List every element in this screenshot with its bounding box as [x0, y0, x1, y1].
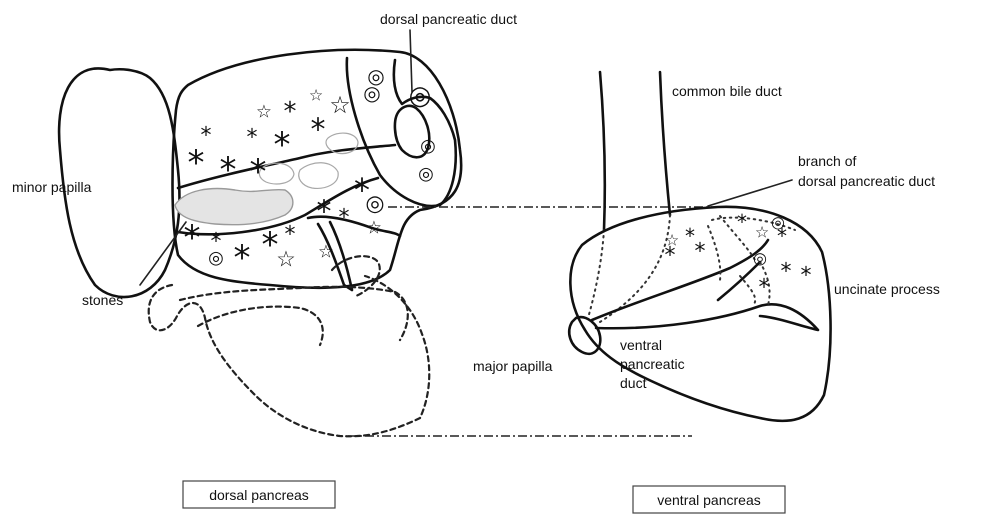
asterisk-mark: *: [234, 238, 251, 278]
circle-mark: ◎: [365, 192, 384, 217]
star-mark: ☆: [665, 231, 679, 250]
label-ventral-line2: pancreatic: [620, 356, 685, 372]
ventral-duct-lower: [596, 304, 818, 330]
label-ventral-line3: duct: [620, 375, 647, 391]
circle-mark: ◎: [420, 136, 436, 157]
asterisk-mark: *: [737, 210, 747, 234]
ventral-duct-branch: [718, 262, 760, 300]
major-papilla-shape: [569, 317, 600, 354]
label-uncinate-process: uncinate process: [834, 281, 940, 297]
bile-duct-dotted-right: [600, 215, 670, 322]
label-dorsal-pancreatic-duct: dorsal pancreatic duct: [380, 11, 517, 27]
dorsal-lower-dashed: [149, 276, 430, 436]
circle-mark: ◎: [208, 248, 224, 269]
asterisk-mark: *: [311, 113, 326, 148]
circle-mark: ◎: [418, 164, 434, 185]
asterisk-mark: *: [695, 240, 706, 265]
label-ventral-line1: ventral: [620, 337, 662, 353]
asterisk-mark: *: [759, 276, 770, 301]
bile-duct-dotted-left: [588, 230, 604, 318]
asterisk-mark: *: [685, 224, 695, 248]
star-mark: ☆: [256, 102, 272, 123]
label-branch-line1: branch of: [798, 153, 856, 169]
dorsal-inner-dashed-a: [180, 287, 408, 340]
stone-2: [299, 163, 338, 189]
star-mark: ☆: [755, 223, 769, 242]
star-mark: ☆: [318, 242, 334, 263]
asterisk-mark: *: [781, 260, 792, 285]
caption-dorsal-pancreas: dorsal pancreas: [209, 487, 309, 503]
asterisk-mark: *: [247, 126, 258, 151]
star-mark: ☆: [276, 248, 296, 273]
asterisk-mark: *: [220, 150, 237, 190]
label-stones: stones: [82, 292, 123, 308]
star-mark: ☆: [329, 91, 351, 119]
label-minor-papilla: minor papilla: [12, 179, 92, 195]
asterisk-mark: *: [184, 218, 201, 258]
circle-mark: ◎: [409, 81, 432, 111]
common-bile-duct-right: [660, 72, 670, 215]
asterisk-mark: *: [317, 195, 332, 230]
asterisk-mark: *: [274, 125, 291, 165]
label-branch-line2: dorsal pancreatic duct: [798, 173, 935, 189]
dorsal-inner-dashed-c: [332, 256, 380, 296]
caption-ventral-pancreas: ventral pancreas: [657, 492, 761, 508]
asterisk-mark: *: [250, 152, 267, 192]
asterisk-mark: *: [284, 97, 297, 127]
branch-leader: [708, 180, 792, 206]
star-mark: ☆: [309, 86, 323, 105]
asterisk-mark: *: [339, 206, 350, 231]
asterisk-mark: *: [801, 264, 812, 289]
circle-mark: ◎: [771, 213, 785, 232]
label-major-papilla: major papilla: [473, 358, 553, 374]
asterisk-mark: *: [285, 223, 296, 248]
star-mark: ☆: [366, 218, 382, 239]
label-common-bile-duct: common bile duct: [672, 83, 782, 99]
circle-mark: ◎: [363, 81, 380, 105]
circle-mark: ◎: [753, 249, 767, 268]
dorsal-inner-dashed-b: [198, 307, 323, 345]
asterisk-mark: *: [188, 143, 205, 183]
